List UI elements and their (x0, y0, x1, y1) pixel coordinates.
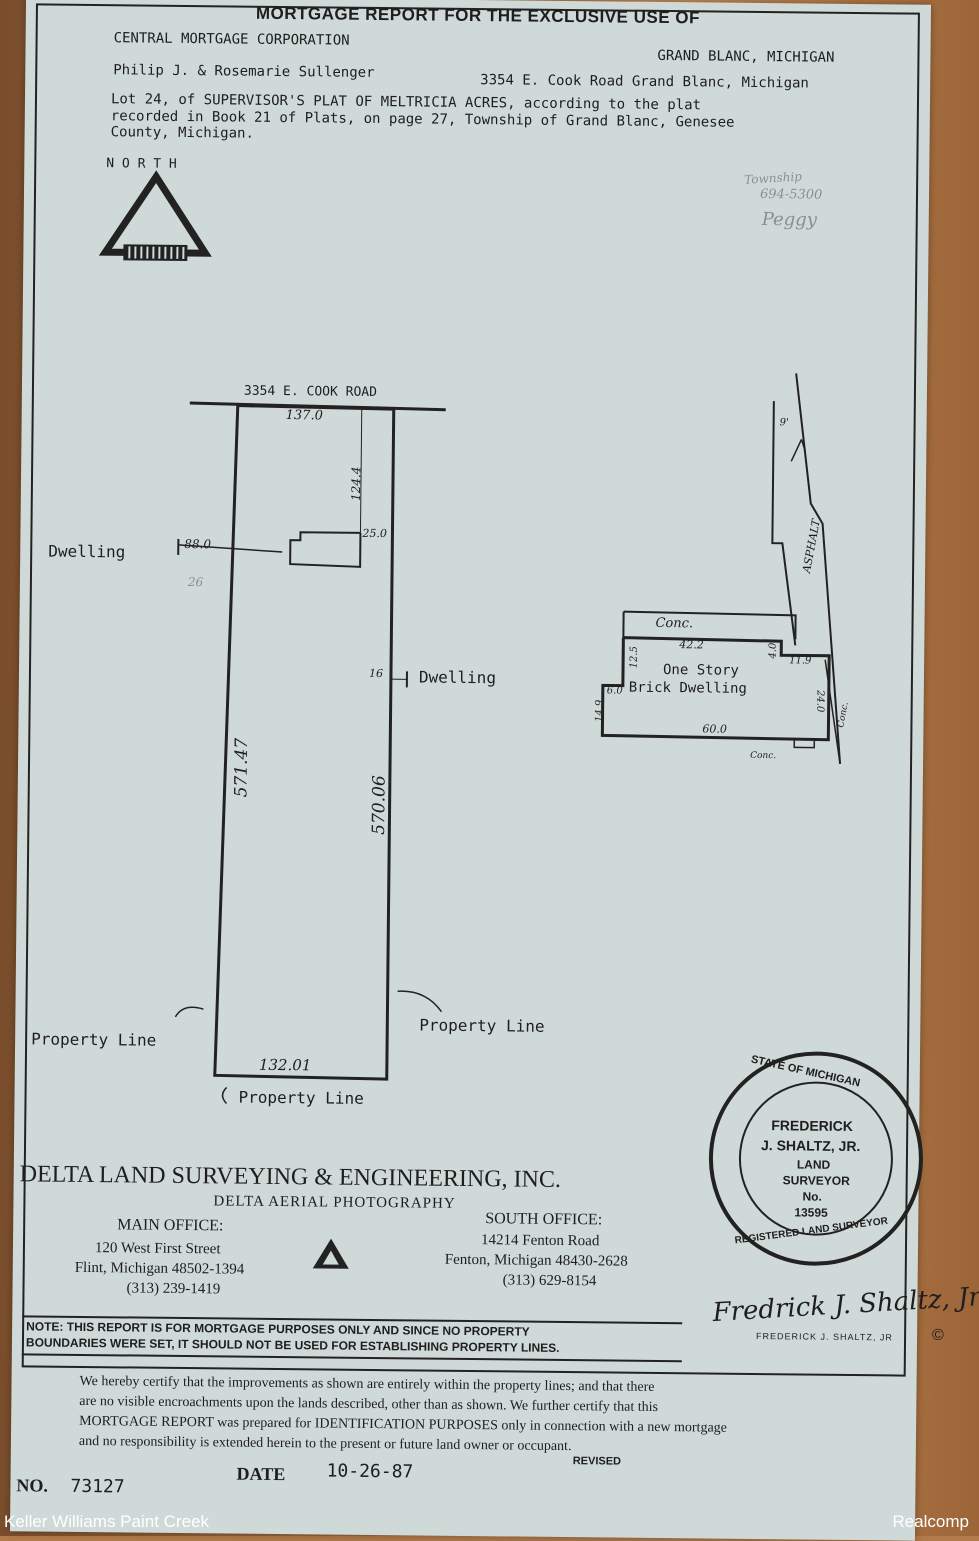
report-number-label: NO. (16, 1475, 48, 1496)
house-offset-dimension: 25.0 (362, 527, 387, 540)
delta-small-logo-icon (311, 1236, 351, 1270)
south-office-line-3: (313) 629-8154 (503, 1272, 597, 1290)
watermark-right: Realcomp (892, 1512, 969, 1532)
survey-document: MORTGAGE REPORT FOR THE EXCLUSIVE USE OF… (10, 0, 931, 1541)
west-setback-note: 26 (188, 575, 203, 589)
detail-conc-bottom: Conc. (750, 751, 776, 761)
detail-house-line-2: Brick Dwelling (629, 680, 747, 697)
watermark-strip: Keller Williams Paint Creek Realcomp (0, 1508, 979, 1536)
east-line-dimension: 570.06 (369, 775, 390, 835)
house-footprint (290, 532, 360, 567)
detail-dim-42: 42.2 (679, 638, 704, 651)
handwritten-name: Peggy (762, 209, 817, 231)
seal-name-1: FREDERICK (771, 1117, 853, 1134)
west-dwelling-label: Dwelling (48, 542, 125, 562)
detail-dim-14: 14.9 (594, 700, 605, 722)
main-office-line-2: Flint, Michigan 48502-1394 (75, 1260, 245, 1279)
detail-conc-top: Conc. (655, 616, 693, 631)
revised-label: REVISED (573, 1455, 621, 1468)
seal-role-1: LAND (797, 1157, 830, 1171)
west-line-dimension: 571.47 (231, 738, 252, 798)
west-setback-dimension: 88.0 (184, 537, 211, 551)
main-office-line-3: (313) 239-1419 (126, 1280, 220, 1298)
east-property-line-label: Property Line (419, 1015, 544, 1035)
main-office-title: MAIN OFFICE: (117, 1216, 223, 1235)
south-office-line-1: 14214 Fenton Road (481, 1232, 600, 1250)
detail-dim-4: 4.0 (768, 643, 779, 659)
detail-dim-12: 12.5 (629, 646, 640, 668)
detail-dim-6: 6.0 (607, 685, 623, 696)
copyright-icon: © (932, 1327, 944, 1345)
rear-property-line-label: Property Line (238, 1088, 363, 1108)
detail-dim-9: 9' (780, 417, 789, 428)
south-office-title: SOUTH OFFICE: (485, 1210, 602, 1229)
detail-house-line-1: One Story (663, 662, 739, 679)
depth-dimension: 124.4 (349, 467, 363, 502)
west-property-line-label: Property Line (31, 1029, 156, 1049)
watermark-left: Keller Williams Paint Creek (4, 1512, 209, 1532)
date-value: 10-26-87 (327, 1461, 414, 1483)
main-office-line-1: 120 West First Street (95, 1240, 221, 1258)
detail-dim-60: 60.0 (702, 722, 727, 735)
date-label: DATE (236, 1464, 285, 1486)
delta-logo-icon (105, 176, 206, 261)
rear-dimension: 132.01 (259, 1056, 312, 1075)
detail-dim-24: 24.0 (814, 690, 825, 712)
handwritten-phone: 694-5300 (760, 187, 822, 203)
company-sub: DELTA AERIAL PHOTOGRAPHY (213, 1193, 455, 1213)
seal-name-2: J. SHALTZ, JR. (761, 1137, 860, 1154)
company-name: DELTA LAND SURVEYING & ENGINEERING, INC. (20, 1161, 561, 1194)
south-office-line-2: Fenton, Michigan 48430-2628 (445, 1252, 628, 1271)
signature-printed: FREDERICK J. SHALTZ, JR (756, 1331, 893, 1342)
seal-no-label: No. (802, 1190, 821, 1204)
front-dimension: 137.0 (286, 408, 323, 423)
seal-role-2: SURVEYOR (783, 1173, 850, 1188)
east-dwelling-label: Dwelling (419, 667, 496, 687)
east-setback-dimension: 16 (369, 667, 383, 680)
seal-number: 13595 (794, 1205, 828, 1219)
report-number: 73127 (70, 1476, 124, 1498)
detail-dim-11: 11.9 (789, 655, 811, 666)
road-label: 3354 E. COOK ROAD (244, 384, 377, 400)
